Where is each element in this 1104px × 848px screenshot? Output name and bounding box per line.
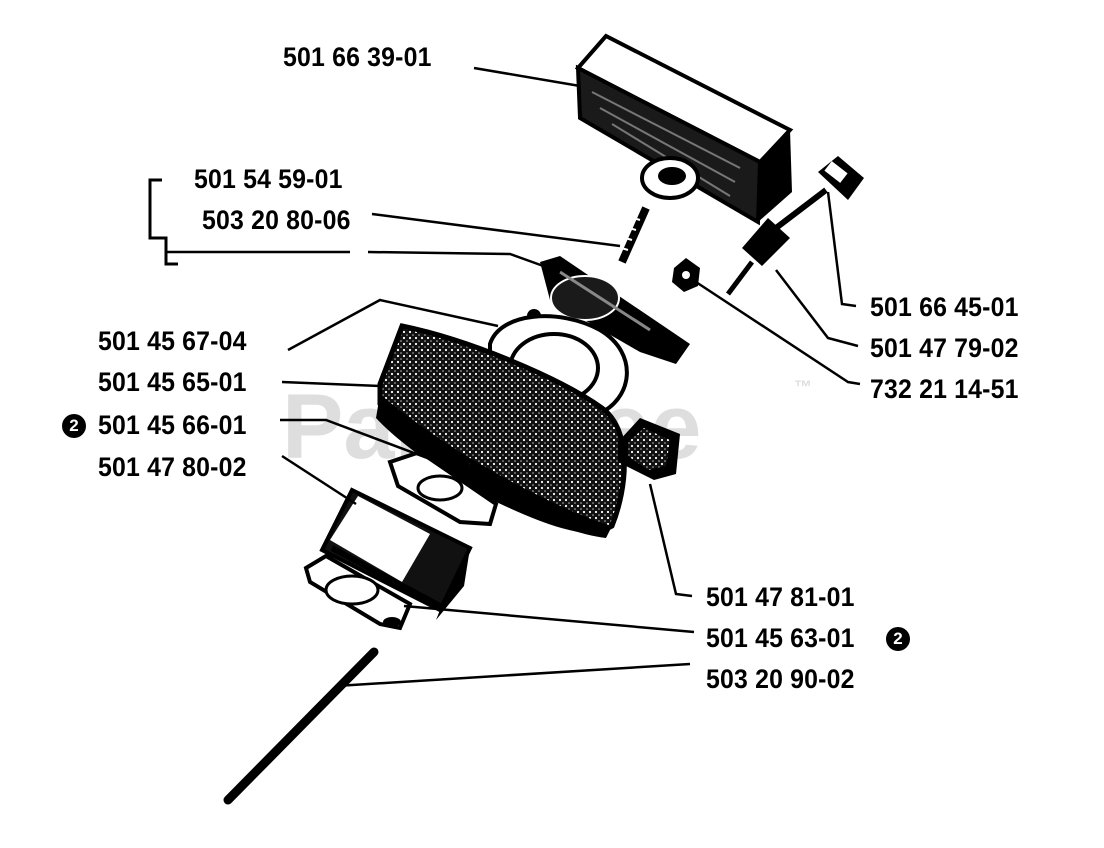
note-ref-2-icon: 2	[886, 627, 910, 651]
nut	[672, 258, 700, 292]
part-label-501-66-39-01: 501 66 39-01	[283, 42, 432, 72]
intake-block	[319, 487, 473, 620]
bracket	[148, 178, 178, 266]
part-label-501-45-66-01: 501 45 66-01	[98, 410, 247, 440]
part-label-501-47-81-01: 501 47 81-01	[706, 582, 855, 612]
air-filter	[376, 323, 627, 538]
watermark-tm: ™	[794, 377, 812, 397]
long-stud	[223, 647, 379, 805]
part-label-501-66-45-01: 501 66 45-01	[870, 292, 1019, 322]
part-label-501-45-67-04: 501 45 67-04	[98, 326, 247, 356]
bolt	[617, 206, 650, 264]
part-label-503-20-90-02: 503 20 90-02	[706, 664, 855, 694]
air-filter-housing	[574, 33, 794, 226]
part-label-503-20-80-06: 503 20 80-06	[202, 205, 351, 235]
filter-holder	[527, 256, 690, 364]
part-label-501-47-79-02: 501 47 79-02	[870, 333, 1019, 363]
part-label-501-45-63-01: 501 45 63-01	[706, 623, 855, 653]
rubber-block	[618, 418, 680, 480]
spacer-gasket	[387, 449, 499, 527]
choke-assembly	[726, 156, 864, 296]
part-label-501-54-59-01: 501 54 59-01	[194, 164, 343, 194]
part-label-501-45-65-01: 501 45 65-01	[98, 367, 247, 397]
note-ref-2-icon: 2	[62, 414, 86, 438]
base-gasket	[303, 553, 413, 631]
part-label-732-21-14-51: 732 21 14-51	[870, 374, 1019, 404]
part-label-501-47-80-02: 501 47 80-02	[98, 452, 247, 482]
